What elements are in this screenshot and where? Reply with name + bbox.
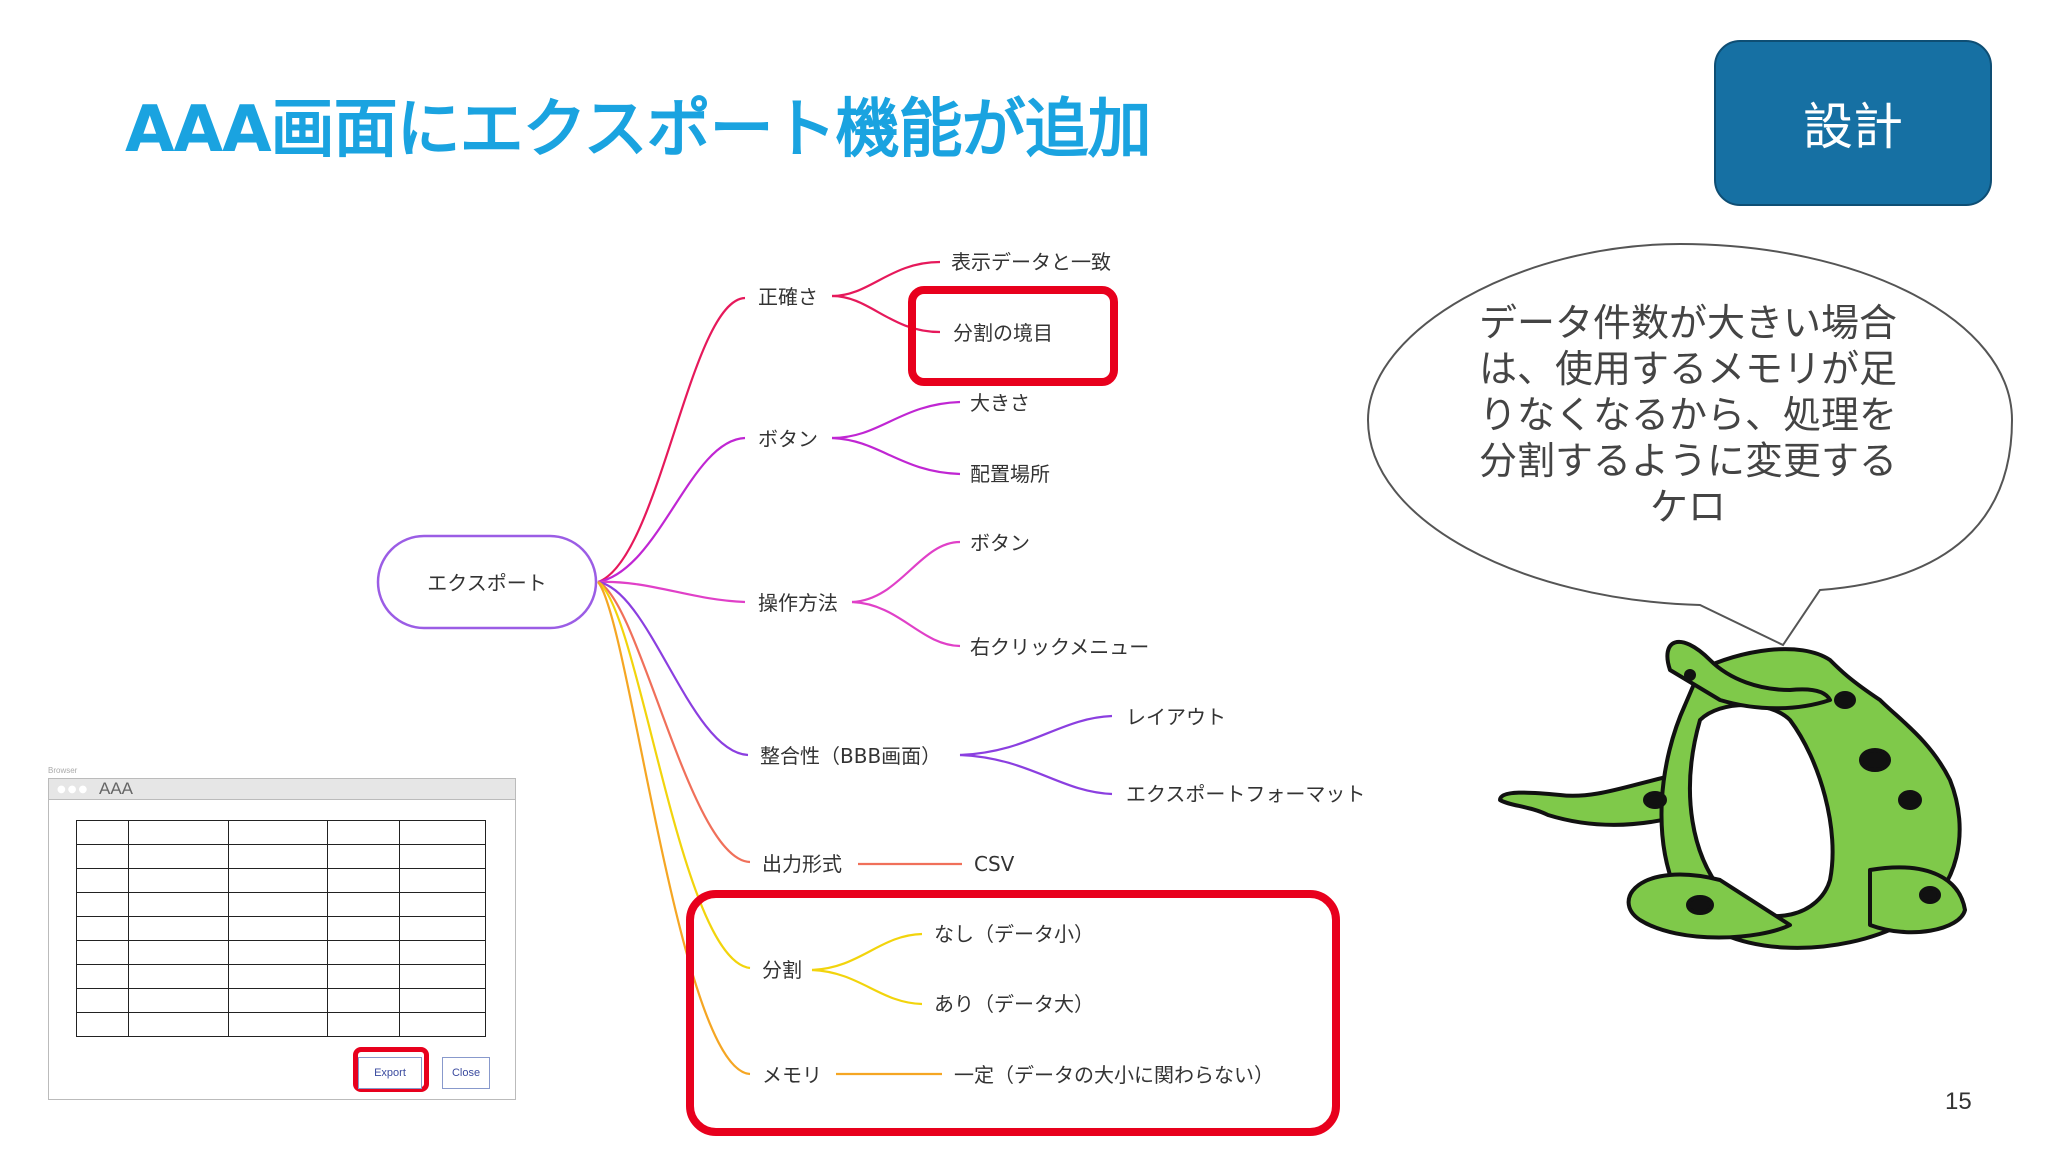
table-row [76,820,486,845]
edge-root-format [597,580,751,864]
leaf-split-1: なし（データ小） [934,922,1094,946]
mindmap-root-node [376,534,598,630]
browser-mockup: ●●● AAA Export Close [48,778,516,1100]
edge-root-operation [597,580,746,604]
table-row [76,844,486,869]
leaf-split-2: あり（データ大） [934,992,1094,1016]
edge-root-consistency [597,580,749,757]
highlight-split-memory [686,890,1340,1136]
highlight-split-boundary [908,286,1118,386]
table-row [76,892,486,917]
table-row [76,940,486,965]
speech-bubble [1366,242,2014,647]
table-row [76,988,486,1013]
leaf-accuracy-2: 分割の境目 [953,321,1053,345]
mindmap-root-label: エクスポート [427,571,546,595]
slide-title: AAA画面にエクスポート機能が追加 [125,93,1152,167]
branch-consistency-label: 整合性（BBB画面） [760,744,941,768]
leaf-accuracy-1: 表示データと一致 [951,250,1111,274]
edge-root-memory [597,581,751,1076]
frog-illustration [1498,639,1967,950]
branch-operation-label: 操作方法 [758,591,838,615]
window-dots-icon: ●●● [57,784,90,795]
edge-split-1 [811,932,923,972]
edge-accuracy-1 [831,260,941,298]
leaf-consistency-2: エクスポートフォーマット [1126,782,1365,806]
leaf-operation-2: 右クリックメニュー [970,635,1149,659]
bubble-line-5: ケロ [1650,485,1726,529]
export-button[interactable]: Export [358,1057,422,1089]
close-button[interactable]: Close [442,1057,490,1089]
bubble-line-3: りなくなるから、処理を [1479,393,1897,437]
leaf-format-1: CSV [974,852,1015,876]
browser-titlebar: ●●● AAA [49,779,515,800]
edge-operation-1 [851,540,961,604]
table-row [76,916,486,941]
edge-root-split [597,581,751,970]
leaf-button-2: 配置場所 [970,462,1050,486]
edge-consistency-2 [959,753,1113,796]
export-button-highlight [353,1047,429,1092]
edge-operation-2 [851,600,961,648]
browser-caption: Browser [48,766,78,775]
bubble-line-2: は、使用するメモリが足 [1479,347,1897,391]
leaf-operation-1: ボタン [970,531,1030,555]
edge-root-button [597,436,746,584]
mock-table [76,820,486,1037]
edge-root-accuracy [597,296,746,584]
browser-title: AAA [99,779,134,798]
branch-button-label: ボタン [758,427,818,451]
page-number: 15 [1945,1088,1972,1115]
table-row [76,1012,486,1037]
leaf-button-1: 大きさ [970,391,1030,415]
bubble-line-1: データ件数が大きい場合 [1479,301,1897,345]
branch-memory-label: メモリ [762,1063,822,1087]
leaf-memory-1: 一定（データの大小に関わらない） [954,1063,1274,1087]
branch-format-label: 出力形式 [762,852,842,876]
table-row [76,964,486,989]
edge-split-2 [811,968,923,1006]
design-badge: 設計 [1714,40,1992,206]
edge-accuracy-2 [831,294,941,334]
edge-button-2 [831,436,961,476]
branch-split-label: 分割 [762,958,802,982]
branch-accuracy-label: 正確さ [758,285,818,309]
leaf-consistency-1: レイアウト [1126,705,1226,729]
bubble-line-4: 分割するように変更する [1479,439,1897,483]
edge-button-1 [831,400,961,440]
edge-consistency-1 [959,714,1113,757]
table-row [76,868,486,893]
